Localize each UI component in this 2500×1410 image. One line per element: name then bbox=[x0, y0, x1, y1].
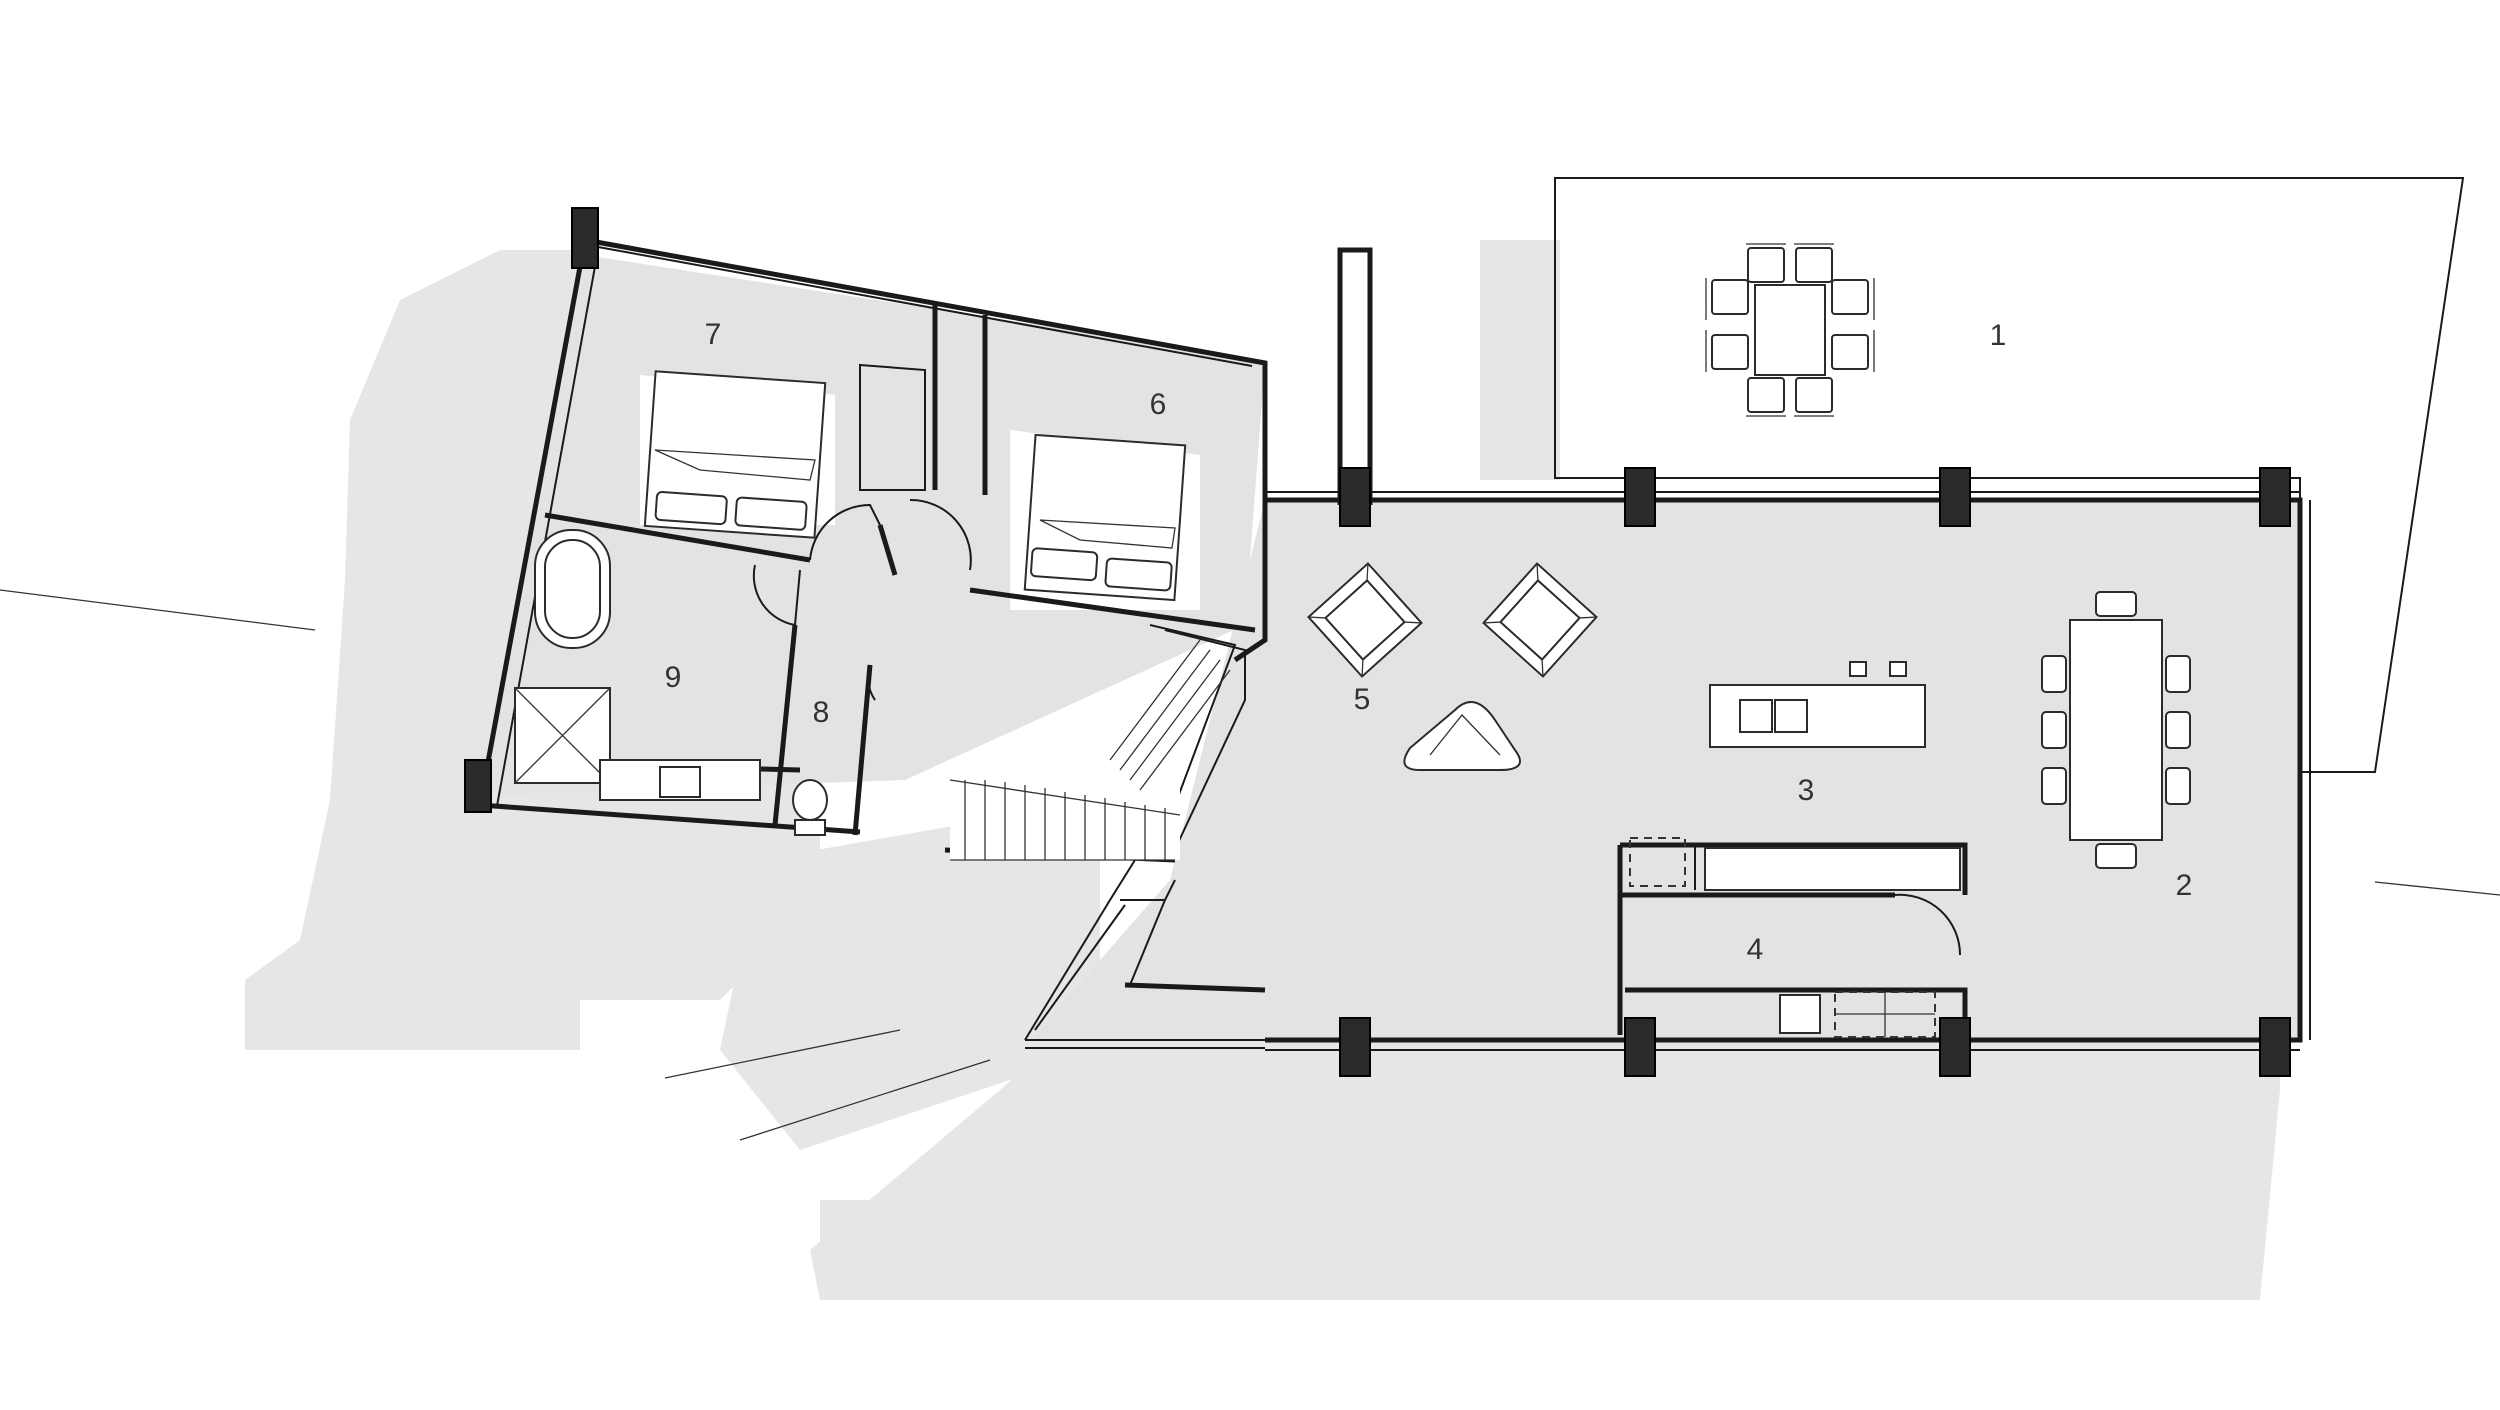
dining-table-indoor bbox=[2041, 591, 2191, 869]
room-label-5: 5 bbox=[1354, 683, 1371, 716]
column bbox=[1939, 467, 1971, 527]
room-label-1: 1 bbox=[1990, 319, 2007, 352]
room-label-4: 4 bbox=[1747, 933, 1764, 966]
living-walls bbox=[1024, 247, 2311, 1051]
column bbox=[1339, 467, 1371, 527]
toilet bbox=[792, 779, 828, 821]
kitchen-fixtures bbox=[1629, 661, 1961, 1038]
coffee-table bbox=[1403, 701, 1521, 771]
column bbox=[1624, 467, 1656, 527]
room-label-9: 9 bbox=[665, 661, 682, 694]
column bbox=[1624, 1017, 1656, 1077]
column bbox=[464, 759, 492, 813]
column bbox=[1939, 1017, 1971, 1077]
room-label-7: 7 bbox=[705, 318, 722, 351]
column bbox=[2259, 1017, 2291, 1077]
beds bbox=[643, 370, 1187, 602]
bathroom-fixtures bbox=[514, 529, 828, 836]
room-label-3: 3 bbox=[1798, 774, 1815, 807]
room-label-8: 8 bbox=[813, 696, 830, 729]
room-labels: 1 2 3 4 5 6 7 8 9 bbox=[665, 318, 2193, 966]
stairs bbox=[949, 639, 1231, 861]
kitchen-island bbox=[1709, 684, 1926, 748]
column bbox=[571, 207, 599, 269]
site-lines bbox=[0, 589, 2500, 1141]
bed-room-6 bbox=[1023, 433, 1187, 602]
room-label-2: 2 bbox=[2176, 869, 2193, 902]
door-swings bbox=[752, 498, 1962, 956]
dining-table-terrace bbox=[1705, 243, 1875, 417]
structural-columns bbox=[464, 207, 2291, 1077]
armchair-right bbox=[1482, 562, 1598, 678]
column bbox=[1339, 1017, 1371, 1077]
bed-room-7 bbox=[643, 370, 827, 539]
armchair-left bbox=[1307, 562, 1423, 678]
living-furniture bbox=[1307, 562, 1598, 771]
room-label-6: 6 bbox=[1150, 388, 1167, 421]
basin bbox=[659, 766, 701, 798]
column bbox=[2259, 467, 2291, 527]
